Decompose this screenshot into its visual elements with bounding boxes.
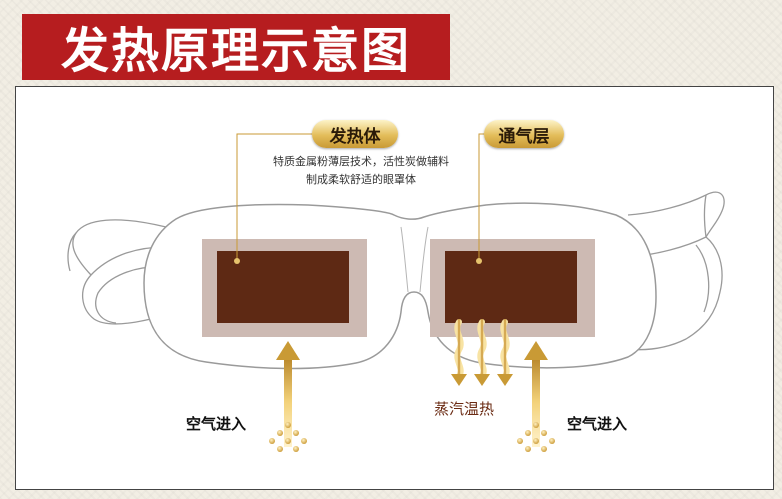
left-strap <box>67 219 167 325</box>
heating-description: 特质金属粉薄层技术，活性炭做辅料 制成柔软舒适的眼罩体 <box>246 153 476 189</box>
air-dots-right <box>517 422 555 452</box>
air-arrow-right <box>524 341 548 447</box>
diagram-panel: 发热体 通气层 特质金属粉薄层技术，活性炭做辅料 制成柔软舒适的眼罩体 空气进入… <box>15 86 774 490</box>
leader-lines <box>236 133 486 261</box>
air-in-label-right: 空气进入 <box>567 415 628 433</box>
steam-arrows <box>454 319 510 379</box>
air-in-label-left: 空气进入 <box>186 415 247 433</box>
leader-dot-right <box>476 258 482 264</box>
mask-nose-line <box>400 226 429 293</box>
steam-arrowheads <box>451 374 513 386</box>
air-arrow-left <box>276 341 300 447</box>
heating-description-line1: 特质金属粉薄层技术，活性炭做辅料 <box>273 155 449 168</box>
leader-dot-left <box>234 258 240 264</box>
heating-element-tag: 发热体 <box>312 120 398 148</box>
eye-mask-diagram <box>67 133 725 452</box>
right-pad-inner <box>445 251 577 323</box>
steam-label: 蒸汽温热 <box>434 400 495 418</box>
heating-description-line2: 制成柔软舒适的眼罩体 <box>306 173 416 186</box>
page-title: 发热原理示意图 <box>22 14 450 80</box>
vent-layer-tag: 通气层 <box>484 120 564 148</box>
air-dots-left <box>269 422 307 452</box>
